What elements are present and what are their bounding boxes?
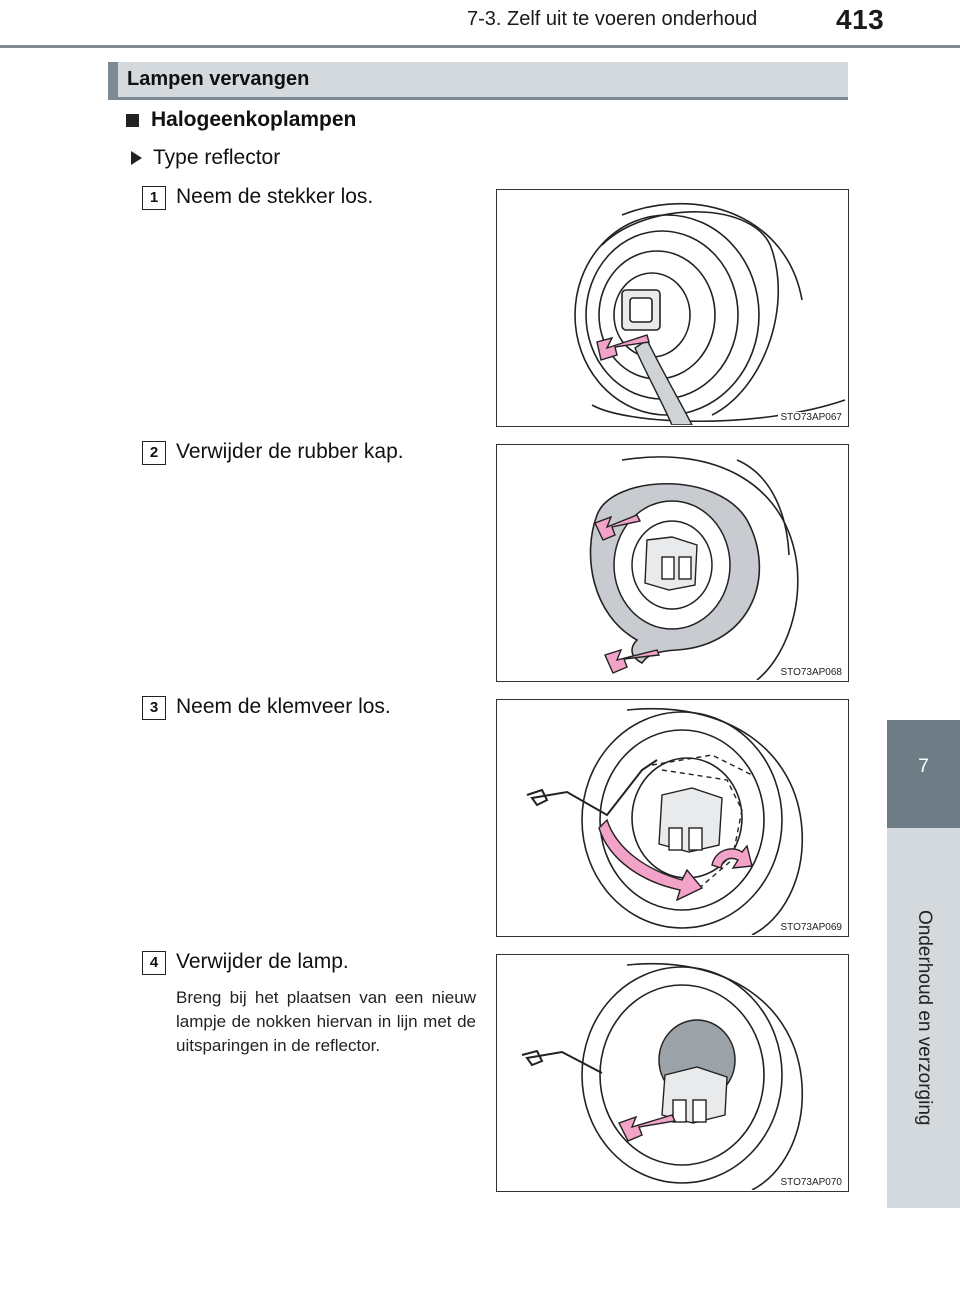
running-header-title: 7-3. Zelf uit te voeren onderhoud bbox=[467, 8, 758, 30]
figure-code: STO73AP067 bbox=[778, 412, 844, 423]
chapter-tab: 7 bbox=[887, 720, 960, 828]
step-number-2: 2 bbox=[142, 441, 166, 465]
type-line-text: Type reflector bbox=[153, 146, 281, 169]
figure-remove-bulb: STO73AP070 bbox=[496, 954, 849, 1192]
step-text-4: Verwijder de lamp. bbox=[176, 950, 349, 973]
step-number-1: 1 bbox=[142, 186, 166, 210]
step-4-note: Breng bij het plaatsen van een nieuw lam… bbox=[176, 988, 476, 1055]
square-bullet-icon bbox=[126, 113, 139, 127]
type-line: Type reflector bbox=[131, 146, 280, 170]
triangle-bullet-icon bbox=[131, 151, 142, 165]
section-title: Lampen vervangen bbox=[127, 68, 310, 90]
figure-disconnect-connector: STO73AP067 bbox=[496, 189, 849, 427]
step-number-3: 3 bbox=[142, 696, 166, 720]
chapter-label: Onderhoud en verzorging bbox=[914, 910, 935, 1126]
page-number: 413 bbox=[836, 4, 885, 35]
figure-code: STO73AP069 bbox=[778, 922, 844, 933]
illustration-spring-clip bbox=[526, 708, 804, 935]
figure-remove-rubber-cap: STO73AP068 bbox=[496, 444, 849, 682]
figure-code: STO73AP070 bbox=[778, 1177, 844, 1188]
chapter-label-strip: Onderhoud en verzorging bbox=[887, 828, 960, 1208]
illustration-connector bbox=[574, 202, 846, 425]
section-accent bbox=[108, 62, 118, 100]
subheading: Halogeenkoplampen bbox=[126, 108, 356, 132]
illustration-rubber-cap bbox=[589, 456, 799, 680]
illustration-bulb bbox=[521, 963, 804, 1190]
figure-release-spring-clip: STO73AP069 bbox=[496, 699, 849, 937]
chapter-number: 7 bbox=[918, 756, 929, 777]
figure-code: STO73AP068 bbox=[778, 667, 844, 678]
step-text-1: Neem de stekker los. bbox=[176, 185, 374, 208]
step-text-3: Neem de klemveer los. bbox=[176, 695, 391, 718]
step-text-2: Verwijder de rubber kap. bbox=[176, 440, 404, 463]
header-rule bbox=[0, 45, 960, 48]
step-number-4: 4 bbox=[142, 951, 166, 975]
subheading-text: Halogeenkoplampen bbox=[151, 108, 357, 131]
section-title-bar: Lampen vervangen bbox=[108, 62, 848, 100]
